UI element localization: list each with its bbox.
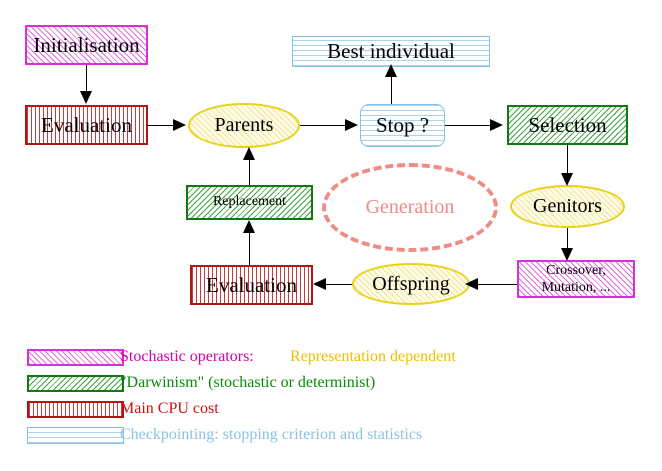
arrowhead-stop-to-selection <box>490 119 503 131</box>
legend-swatch-blue-horizontal-hatch <box>27 426 124 444</box>
node-replacement[interactable]: Replacement <box>186 185 313 220</box>
arrowhead-initialisation-to-evaluation <box>80 91 92 104</box>
node-genitors-label: Genitors <box>533 195 602 217</box>
legend-label-representation-dependent: Representation dependent <box>290 348 456 365</box>
legend-label-main-cpu-cost: Main CPU cost <box>120 400 219 417</box>
legend-swatch-red-vertical-hatch <box>27 400 124 418</box>
node-generation-label: Generation <box>365 196 455 218</box>
arrowhead-crossover-to-offspring <box>465 278 478 290</box>
node-genitors[interactable]: Genitors <box>510 185 625 228</box>
edge-stop-to-selection <box>445 125 491 126</box>
node-crossover-line2: Mutation, ... <box>541 280 611 295</box>
legend: Stochastic operators: Representation dep… <box>0 340 662 444</box>
node-best-individual-label: Best individual <box>327 39 455 64</box>
node-offspring-label: Offspring <box>372 272 450 295</box>
arrowhead-offspring-to-evaluation <box>313 278 326 290</box>
node-crossover-line1: Crossover, <box>546 262 606 278</box>
node-offspring[interactable]: Offspring <box>352 263 470 305</box>
node-parents-label: Parents <box>214 114 274 136</box>
arrowhead-selection-to-genitors <box>561 173 573 186</box>
node-initialisation[interactable]: Initialisation <box>25 25 148 65</box>
edge-replacement-to-parents <box>249 157 250 186</box>
node-selection-label: Selection <box>528 112 607 137</box>
legend-row-checkpointing: Checkpointing: stopping criterion and st… <box>0 422 662 448</box>
edge-offspring-to-evaluation <box>326 284 362 285</box>
legend-row-darwinism: "Darwinism" (stochastic or determinist) <box>0 370 662 396</box>
legend-row-main-cpu-cost: Main CPU cost <box>0 396 662 422</box>
node-evaluation-bottom[interactable]: Evaluation <box>190 265 313 305</box>
legend-label-checkpointing: Checkpointing: stopping criterion and st… <box>120 426 423 443</box>
arrowhead-evaluation-to-parents <box>173 119 186 131</box>
edge-evaluation-to-replacement <box>249 230 250 266</box>
edge-stop-to-best-individual <box>391 74 392 106</box>
edge-genitors-to-crossover <box>567 228 568 250</box>
edge-parents-to-stop <box>300 125 347 126</box>
node-crossover-mutation[interactable]: Crossover, Mutation, ... <box>517 260 635 298</box>
node-stop[interactable]: Stop ? <box>360 104 445 147</box>
node-parents[interactable]: Parents <box>188 103 300 148</box>
edge-initialisation-to-evaluation <box>86 65 87 93</box>
node-replacement-label: Replacement <box>212 194 287 210</box>
node-generation-boundary: Generation <box>322 163 498 252</box>
node-selection[interactable]: Selection <box>507 105 628 145</box>
node-best-individual[interactable]: Best individual <box>292 36 490 67</box>
legend-swatch-magenta-diagonal-hatch <box>27 348 124 366</box>
arrowhead-stop-to-best-individual <box>385 64 397 77</box>
node-evaluation-bottom-label: Evaluation <box>206 272 297 297</box>
arrowhead-replacement-to-parents <box>243 147 255 160</box>
edge-evaluation-to-parents <box>148 125 175 126</box>
arrowhead-parents-to-stop <box>345 119 358 131</box>
arrowhead-genitors-to-crossover <box>561 248 573 261</box>
edge-crossover-to-offspring <box>478 284 517 285</box>
node-evaluation-top-label: Evaluation <box>41 112 132 137</box>
legend-label-stochastic-operators: Stochastic operators: <box>120 348 254 365</box>
node-stop-label: Stop ? <box>375 113 430 138</box>
edge-selection-to-genitors <box>567 145 568 175</box>
legend-row-stochastic-operators: Stochastic operators: Representation dep… <box>0 344 662 370</box>
legend-label-darwinism: "Darwinism" (stochastic or determinist) <box>120 374 376 391</box>
legend-swatch-green-diagonal-hatch <box>27 374 124 392</box>
node-evaluation-top[interactable]: Evaluation <box>25 105 148 145</box>
arrowhead-evaluation-to-replacement <box>243 220 255 233</box>
node-initialisation-label: Initialisation <box>33 32 140 57</box>
